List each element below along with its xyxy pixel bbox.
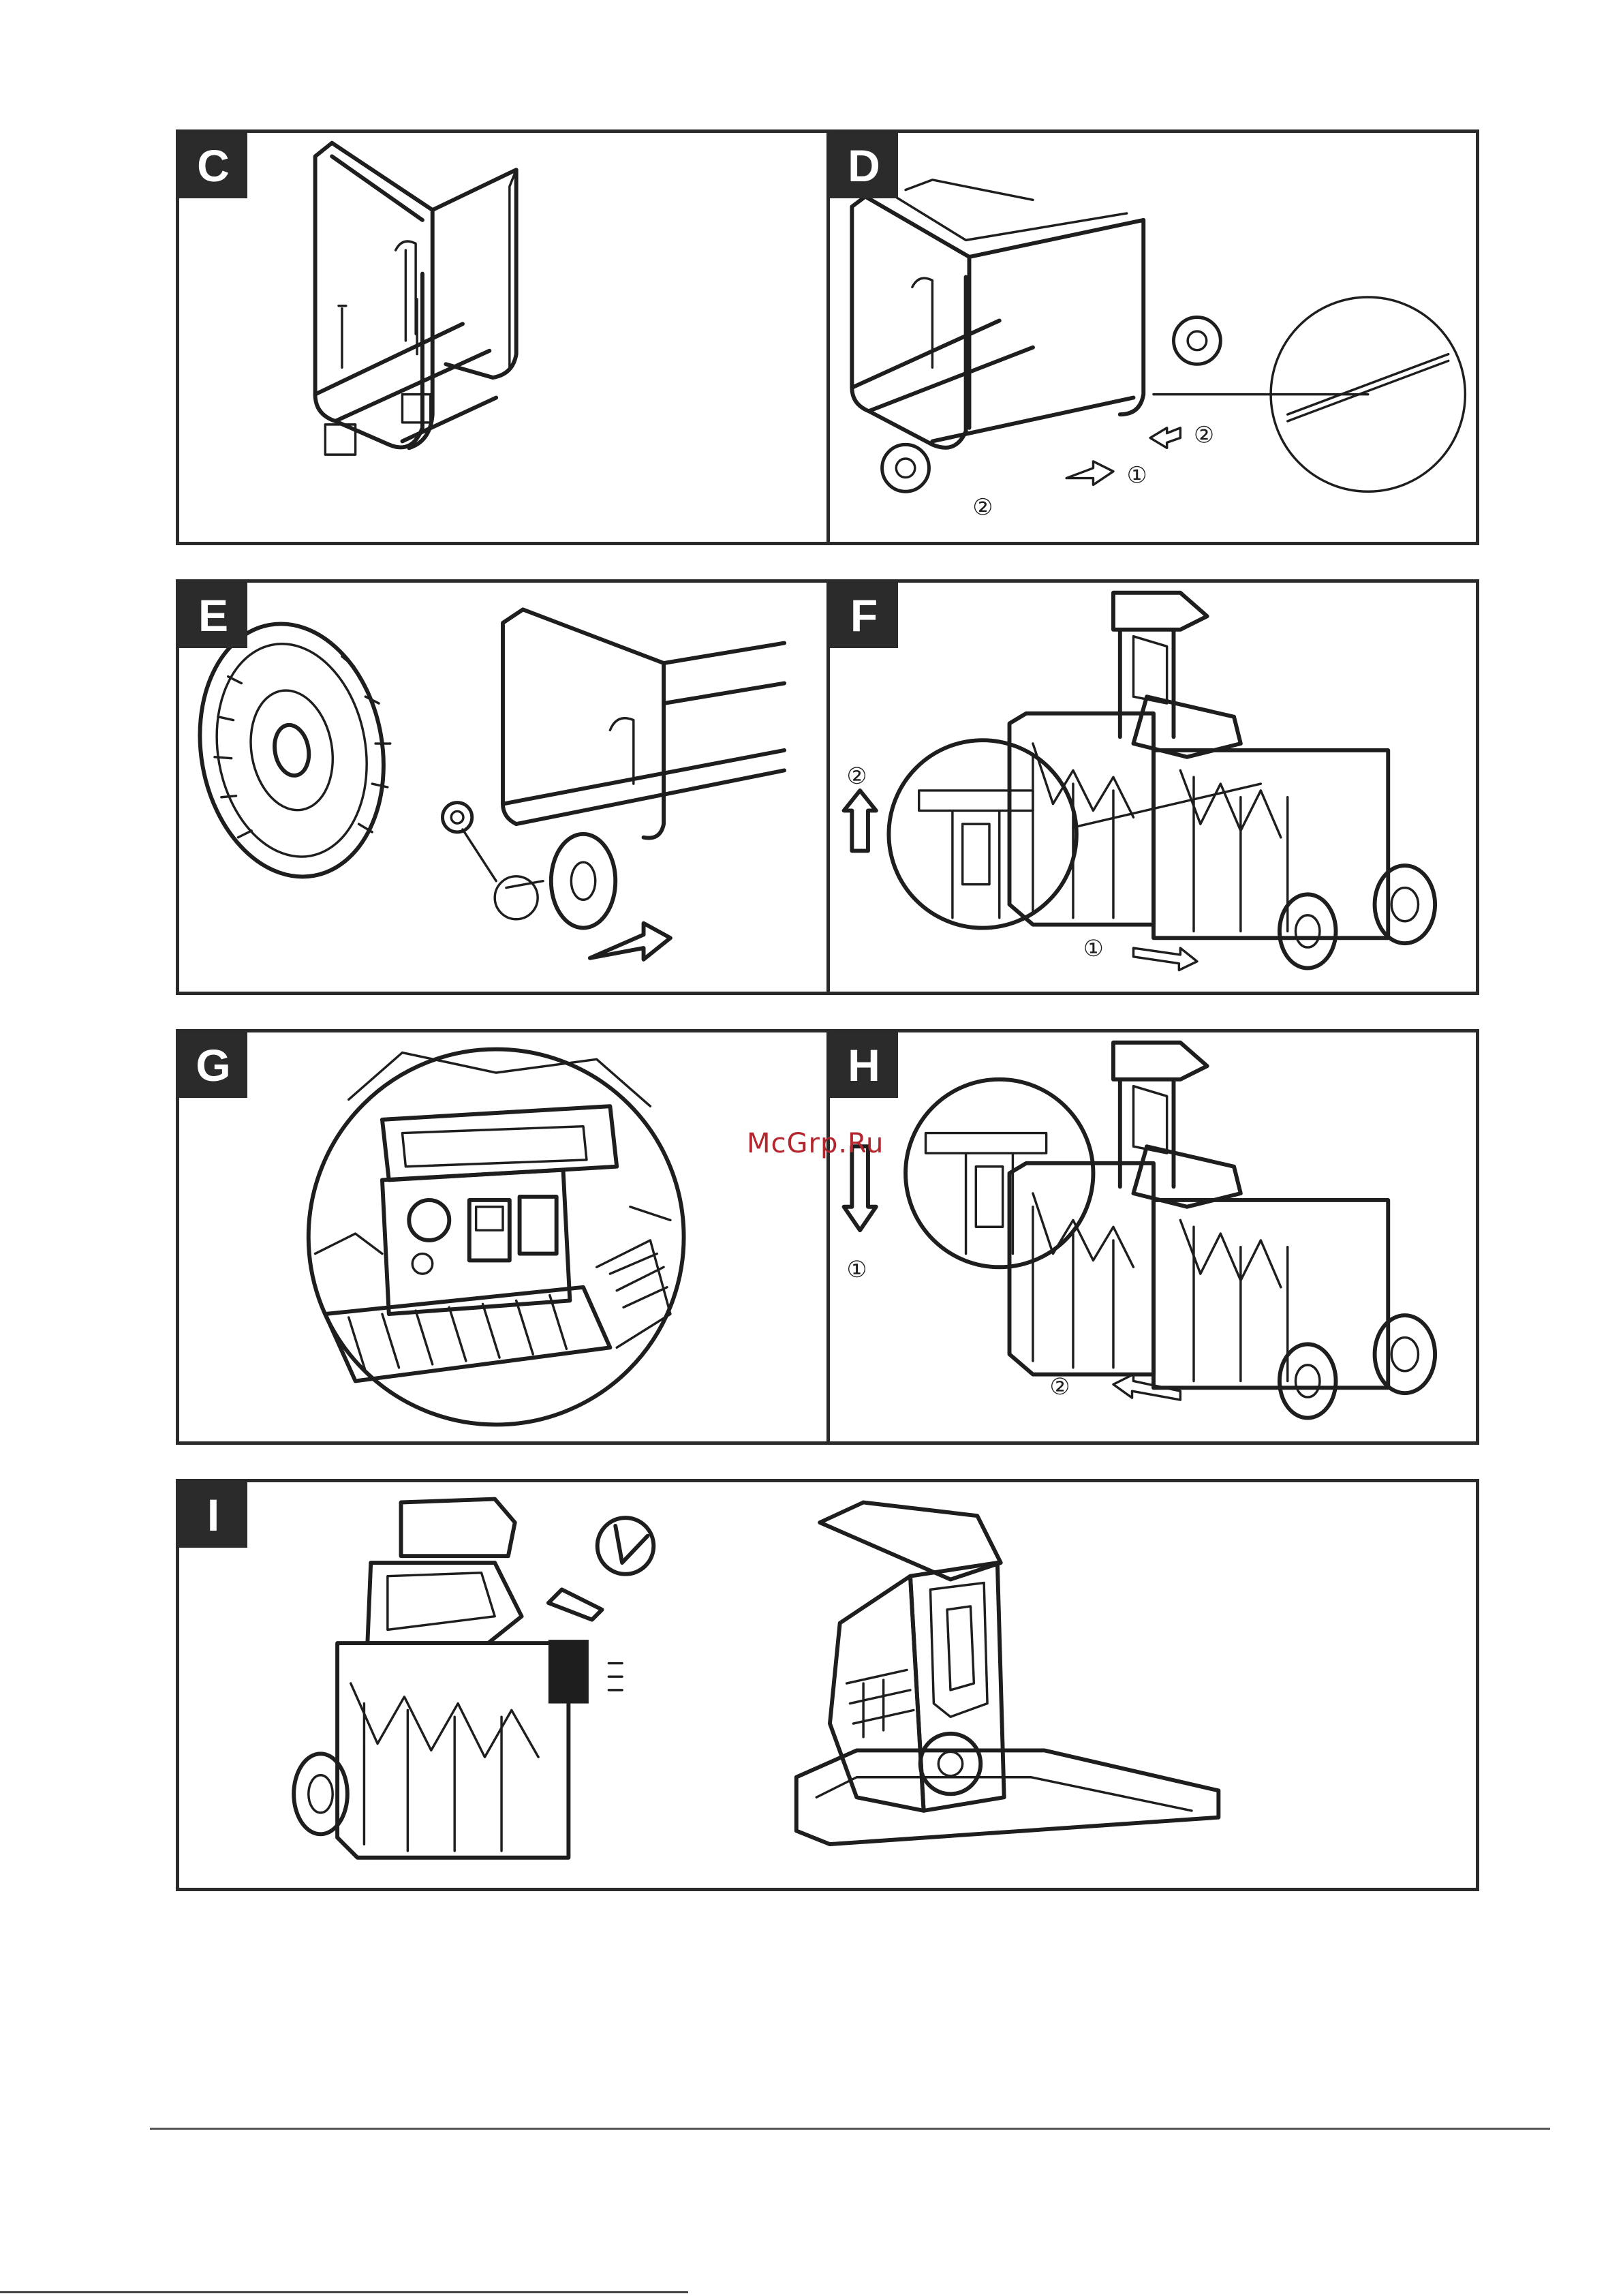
watermark: McGrp.Ru xyxy=(747,1128,884,1159)
panel-i-label: I xyxy=(179,1482,247,1548)
frame-wheel-axle-illustration: ① ② ② xyxy=(830,133,1476,542)
panel-h-label: H xyxy=(830,1032,898,1098)
panel-h: H ① ② xyxy=(826,1029,1479,1445)
panel-f: F ② ① xyxy=(826,579,1479,995)
footer-rule xyxy=(150,2128,1550,2130)
panel-g: G xyxy=(176,1029,830,1445)
panel-d: D ① ② ② xyxy=(826,129,1479,545)
step-2-marker: ② xyxy=(1194,421,1214,448)
panel-g-label: G xyxy=(179,1032,247,1098)
step-1-marker: ① xyxy=(846,1256,867,1283)
control-panel-closeup-illustration xyxy=(179,1032,826,1441)
step-2-marker-lower: ② xyxy=(972,494,993,521)
chute-and-hex-key-illustration xyxy=(179,1482,1476,1888)
step-2-marker: ② xyxy=(1050,1373,1070,1400)
panel-e: E xyxy=(176,579,830,995)
panel-e-label: E xyxy=(179,583,247,648)
collection-bag-remove-illustration: ① ② xyxy=(830,1032,1476,1441)
wheel-mount-illustration xyxy=(179,583,826,992)
panel-d-label: D xyxy=(830,133,898,198)
step-1-marker: ① xyxy=(1083,935,1104,962)
step-2-marker: ② xyxy=(846,763,867,789)
panel-i: I xyxy=(176,1479,1479,1891)
frame-illustration xyxy=(179,133,826,542)
panel-f-label: F xyxy=(830,583,898,648)
collection-bag-insert-illustration: ② ① xyxy=(830,583,1476,992)
panel-c: C xyxy=(176,129,830,545)
panel-c-label: C xyxy=(179,133,247,198)
bottom-edge-rule xyxy=(0,2291,688,2293)
step-1-marker: ① xyxy=(1127,461,1147,488)
